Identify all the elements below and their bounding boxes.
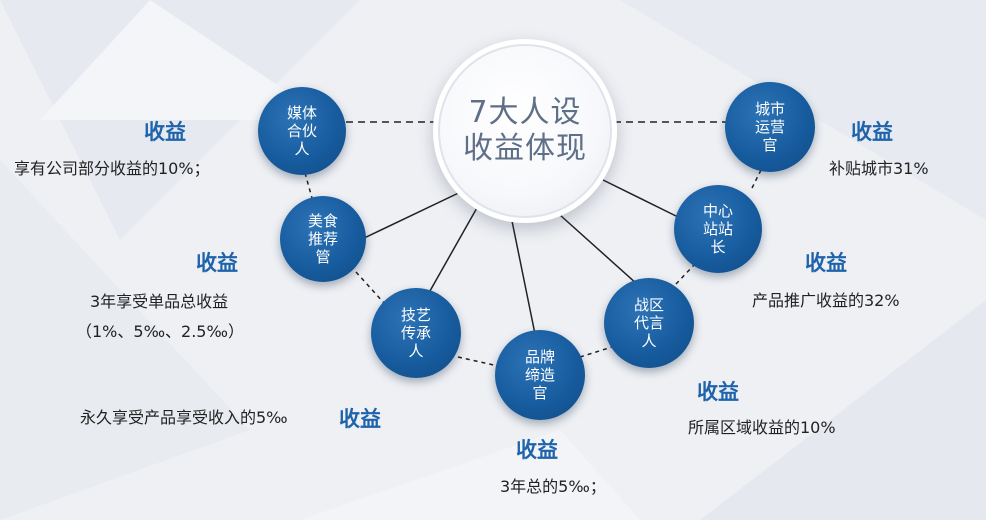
revenue-title-war: 收益 bbox=[697, 380, 739, 404]
solid-link-station bbox=[598, 177, 679, 218]
role-label: 战区代言人 bbox=[633, 296, 664, 350]
revenue-desc-war: 所属区域收益的10% bbox=[688, 418, 836, 437]
dashed-link-food-skill bbox=[355, 271, 385, 304]
revenue-desc-city: 补贴城市31% bbox=[829, 159, 929, 178]
role-label: 品牌缔造官 bbox=[524, 348, 555, 402]
revenue-desc-food-line1: 3年享受单品总收益 bbox=[90, 292, 229, 311]
solid-link-war bbox=[559, 214, 638, 285]
dashed-link-media-food bbox=[304, 172, 313, 199]
revenue-desc-media: 享有公司部分收益的10%； bbox=[14, 159, 210, 178]
revenue-title-city: 收益 bbox=[851, 120, 893, 144]
role-city-operator: 城市运营官 bbox=[725, 82, 815, 172]
revenue-desc-brand: 3年总的5‰； bbox=[500, 477, 606, 496]
solid-link-brand bbox=[511, 220, 536, 335]
solid-link-skill bbox=[425, 205, 479, 299]
revenue-title-media: 收益 bbox=[144, 120, 186, 144]
role-label: 技艺传承人 bbox=[400, 306, 431, 360]
revenue-desc-skill: 永久享受产品享受收入的5‰ bbox=[80, 408, 288, 427]
role-label: 媒体合伙人 bbox=[286, 104, 317, 158]
dashed-link-skill-brand bbox=[457, 356, 499, 367]
role-brand-creator: 品牌缔造官 bbox=[495, 330, 585, 420]
center-circle: 7大人设收益体现 bbox=[433, 39, 617, 223]
revenue-desc-food-line2: （1%、5‰、2.5‰） bbox=[76, 322, 244, 341]
role-center-station-master: 中心站站长 bbox=[674, 185, 762, 273]
solid-link-food bbox=[359, 187, 470, 241]
role-war-zone-spokesperson: 战区代言人 bbox=[604, 278, 694, 368]
role-media-partner: 媒体合伙人 bbox=[258, 87, 346, 175]
role-food-recommender: 美食推荐管 bbox=[280, 196, 366, 282]
dashed-link-brand-war bbox=[579, 346, 613, 358]
revenue-desc-station: 产品推广收益的32% bbox=[752, 291, 900, 310]
dashed-link-station-city bbox=[751, 167, 763, 189]
role-craft-inheritor: 技艺传承人 bbox=[371, 288, 461, 378]
revenue-title-skill: 收益 bbox=[339, 407, 381, 431]
dashed-link-war-station bbox=[675, 264, 695, 285]
revenue-title-station: 收益 bbox=[805, 251, 847, 275]
role-label: 美食推荐管 bbox=[307, 212, 338, 266]
role-label: 中心站站长 bbox=[702, 202, 733, 256]
revenue-title-food: 收益 bbox=[196, 251, 238, 275]
revenue-title-brand: 收益 bbox=[516, 438, 558, 462]
role-label: 城市运营官 bbox=[754, 100, 785, 154]
center-title: 7大人设收益体现 bbox=[463, 95, 587, 166]
